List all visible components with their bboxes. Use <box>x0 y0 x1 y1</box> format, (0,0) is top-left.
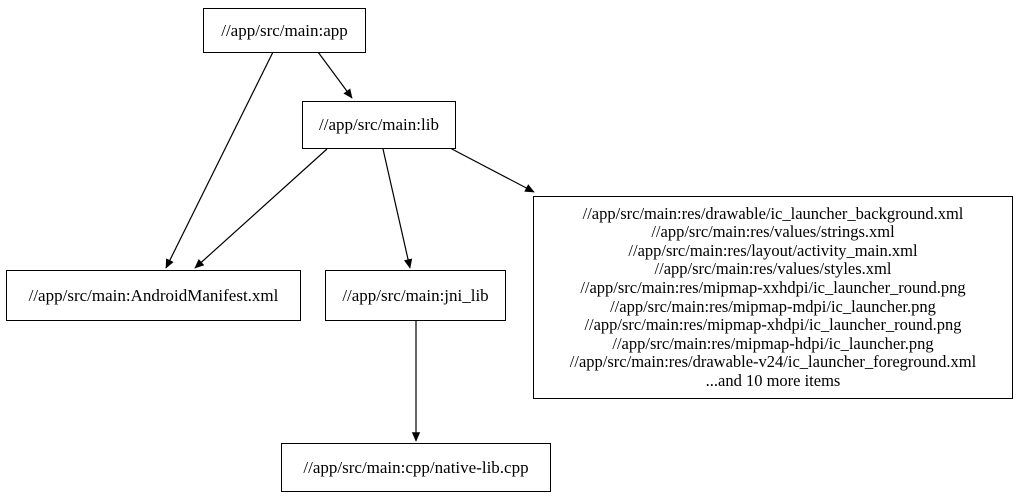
resource-item: //app/src/main:res/drawable-v24/ic_launc… <box>569 352 977 372</box>
node-lib: //app/src/main:lib <box>302 101 456 149</box>
resource-item: //app/src/main:res/values/styles.xml <box>654 259 892 279</box>
node-android-manifest-label: //app/src/main:AndroidManifest.xml <box>28 285 279 305</box>
node-android-manifest: //app/src/main:AndroidManifest.xml <box>6 270 301 321</box>
edge-app-manifest <box>165 51 274 269</box>
node-native-cpp-label: //app/src/main:cpp/native-lib.cpp <box>303 457 529 477</box>
node-resources-list: //app/src/main:res/drawable/ic_launcher_… <box>533 196 1013 399</box>
edge-lib-manifest <box>194 148 328 269</box>
edge-lib-resources <box>449 147 535 193</box>
node-lib-label: //app/src/main:lib <box>319 115 439 134</box>
resource-item: //app/src/main:res/mipmap-xhdpi/ic_launc… <box>584 315 962 335</box>
edge-app-lib <box>317 51 353 99</box>
resource-item: //app/src/main:res/mipmap-hdpi/ic_launch… <box>612 333 934 353</box>
node-jni-lib-label: //app/src/main:jni_lib <box>342 285 489 305</box>
resource-item-more: ...and 10 more items <box>705 370 841 390</box>
resource-item: //app/src/main:res/mipmap-mdpi/ic_launch… <box>610 296 936 316</box>
resource-item: //app/src/main:res/values/strings.xml <box>651 222 895 242</box>
node-app-label: //app/src/main:app <box>221 20 348 40</box>
resource-item: //app/src/main:res/layout/activity_main.… <box>628 240 918 260</box>
edge-lib-jnilib <box>382 148 413 269</box>
node-native-cpp: //app/src/main:cpp/native-lib.cpp <box>281 443 551 492</box>
resource-item: //app/src/main:res/mipmap-xxhdpi/ic_laun… <box>580 277 966 297</box>
resource-item: //app/src/main:res/drawable/ic_launcher_… <box>582 203 964 223</box>
node-jni-lib: //app/src/main:jni_lib <box>325 270 506 321</box>
node-app: //app/src/main:app <box>203 8 366 53</box>
